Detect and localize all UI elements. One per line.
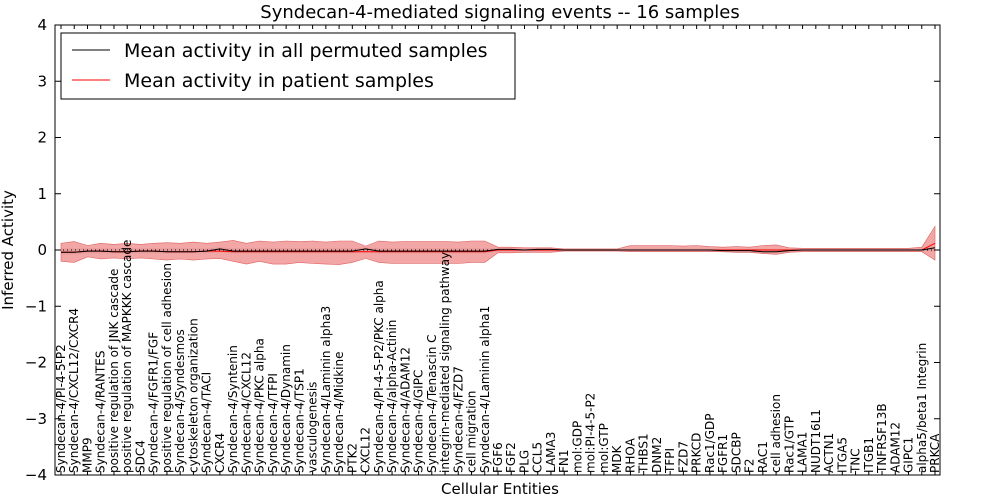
patient-band-area bbox=[60, 225, 936, 265]
category-label: Syndecan-4/Syntenin bbox=[226, 345, 240, 473]
category-label: Rac1/GDP bbox=[703, 414, 717, 473]
y-tick-label: −2 bbox=[25, 354, 47, 372]
category-label: Syndecan-4/RANTES bbox=[94, 351, 108, 473]
category-label: mol:PI-4-5-P2 bbox=[584, 393, 598, 473]
category-label: integrin-mediated signaling pathway bbox=[438, 252, 452, 473]
category-label: FGF2 bbox=[504, 442, 518, 473]
category-label: Syndecan-4/TFPI bbox=[266, 373, 280, 473]
category-label: PRKCD bbox=[690, 433, 704, 473]
category-label: Syndecan-4/Laminin alpha3 bbox=[319, 306, 333, 473]
category-label: TFPI bbox=[663, 448, 677, 474]
category-label: MMP9 bbox=[81, 437, 95, 473]
y-tick-label: 0 bbox=[37, 241, 47, 259]
category-label: ITGA5 bbox=[835, 437, 849, 473]
category-label: PLG bbox=[518, 450, 532, 473]
category-label: ITGB1 bbox=[862, 437, 876, 473]
category-label: Syndecan-4/ADAM12 bbox=[398, 347, 412, 473]
category-label: F2 bbox=[743, 458, 757, 473]
category-label: Syndecan-4/alpha-Actinin bbox=[385, 320, 399, 473]
category-label: Rac1/GTP bbox=[782, 416, 796, 473]
y-ticks: −4 −3 −2 −1 0 1 2 3 4 bbox=[25, 16, 940, 484]
y-tick-label: −1 bbox=[25, 297, 47, 315]
permuted-mean-line bbox=[61, 247, 936, 253]
category-label: GIPC1 bbox=[902, 437, 916, 473]
category-label: LAMA1 bbox=[796, 432, 810, 473]
x-ticks bbox=[60, 25, 936, 475]
category-label: Syndecan-4/PI-4-5-P2/PKC alpha bbox=[372, 280, 386, 473]
category-label: Syndecan-4/TACI bbox=[200, 372, 214, 473]
category-label: Syndecan-4/CXCL12/CXCR4 bbox=[67, 308, 81, 473]
category-label: MDK bbox=[610, 444, 624, 473]
y-tick-label: 2 bbox=[37, 129, 47, 147]
category-label: LAMA3 bbox=[544, 432, 558, 473]
category-label: FZD7 bbox=[676, 441, 690, 473]
category-label: DNM2 bbox=[650, 437, 664, 473]
category-label: vasculogenesis bbox=[306, 382, 320, 473]
category-label: CCL5 bbox=[531, 442, 545, 473]
y-tick-label: −3 bbox=[25, 410, 47, 428]
category-label: positive regulation of MAPKKK cascade bbox=[120, 240, 134, 473]
series-lines bbox=[61, 242, 936, 253]
category-label: Syndecan-4/PI-4-5-P2 bbox=[54, 344, 68, 473]
legend-permuted-label: Mean activity in all permuted samples bbox=[124, 40, 487, 62]
category-label: mol:GTP bbox=[597, 423, 611, 473]
legend-box bbox=[60, 32, 516, 100]
x-axis-label: Cellular Entities bbox=[441, 480, 559, 498]
category-label: Syndecan-4/FZD7 bbox=[451, 366, 465, 473]
category-label: cytoskeleton organization bbox=[186, 318, 200, 473]
plot-area: −4 −3 −2 −1 0 1 2 3 4 bbox=[25, 16, 941, 484]
y-tick-label: −4 bbox=[25, 466, 47, 484]
category-label: Syndecan-4/CXCL12 bbox=[239, 352, 253, 473]
category-label: Syndecan-4/FGFR1/FGF bbox=[147, 332, 161, 473]
category-label: THBS1 bbox=[637, 433, 651, 474]
legend: Mean activity in all permuted samples Me… bbox=[60, 32, 516, 100]
category-label: Syndecan-4/TSP1 bbox=[292, 368, 306, 473]
category-label: ACTN1 bbox=[822, 433, 836, 473]
category-label: cell migration bbox=[465, 391, 479, 473]
category-label: TNFRSF13B bbox=[875, 403, 889, 474]
category-label: ADAM12 bbox=[888, 422, 902, 473]
category-label: Syndecan-4/Syndesmos bbox=[173, 329, 187, 473]
y-axis-label: Inferred Activity bbox=[0, 190, 17, 310]
category-label: Syndecan-4/Tenascin C bbox=[425, 334, 439, 473]
patient-band bbox=[60, 225, 936, 265]
category-label: Syndecan-4/PKC alpha bbox=[253, 338, 267, 473]
category-label: cell adhesion bbox=[769, 394, 783, 473]
category-label: PRKCA bbox=[928, 433, 942, 473]
legend-patient-label: Mean activity in patient samples bbox=[124, 70, 434, 92]
y-tick-label: 3 bbox=[37, 72, 47, 90]
category-label: NUDT16L1 bbox=[809, 409, 823, 473]
category-label: FGFR1 bbox=[716, 434, 730, 473]
plot-frame bbox=[54, 24, 941, 476]
category-label: alpha5/beta1 Integrin bbox=[915, 343, 929, 473]
category-label: Syndecan-4/Laminin alpha1 bbox=[478, 306, 492, 473]
category-label: TNC bbox=[849, 448, 863, 474]
category-label: CXCL12 bbox=[359, 427, 373, 473]
category-label: positive regulation of JNK cascade bbox=[107, 269, 121, 473]
y-tick-label: 4 bbox=[37, 16, 47, 34]
y-tick-label: 1 bbox=[37, 185, 47, 203]
category-label: Syndecan-4/GIPC bbox=[412, 370, 426, 473]
category-label: positive regulation of cell adhesion bbox=[160, 263, 174, 473]
category-label: Syndecan-4/Dynamin bbox=[279, 344, 293, 473]
category-label: Syndecan-4/Midkine bbox=[332, 352, 346, 473]
category-label: SDC4 bbox=[134, 440, 148, 473]
category-label: CXCR4 bbox=[213, 433, 227, 473]
category-label: PTK2 bbox=[345, 443, 359, 473]
category-label: FN1 bbox=[557, 449, 571, 473]
category-label: RHOA bbox=[623, 437, 637, 473]
category-label: SDCBP bbox=[729, 432, 743, 473]
category-label: RAC1 bbox=[756, 441, 770, 473]
chart-title: Syndecan-4-mediated signaling events -- … bbox=[260, 2, 739, 23]
category-label: mol:GDP bbox=[571, 421, 585, 473]
category-label: FGF6 bbox=[491, 442, 505, 473]
